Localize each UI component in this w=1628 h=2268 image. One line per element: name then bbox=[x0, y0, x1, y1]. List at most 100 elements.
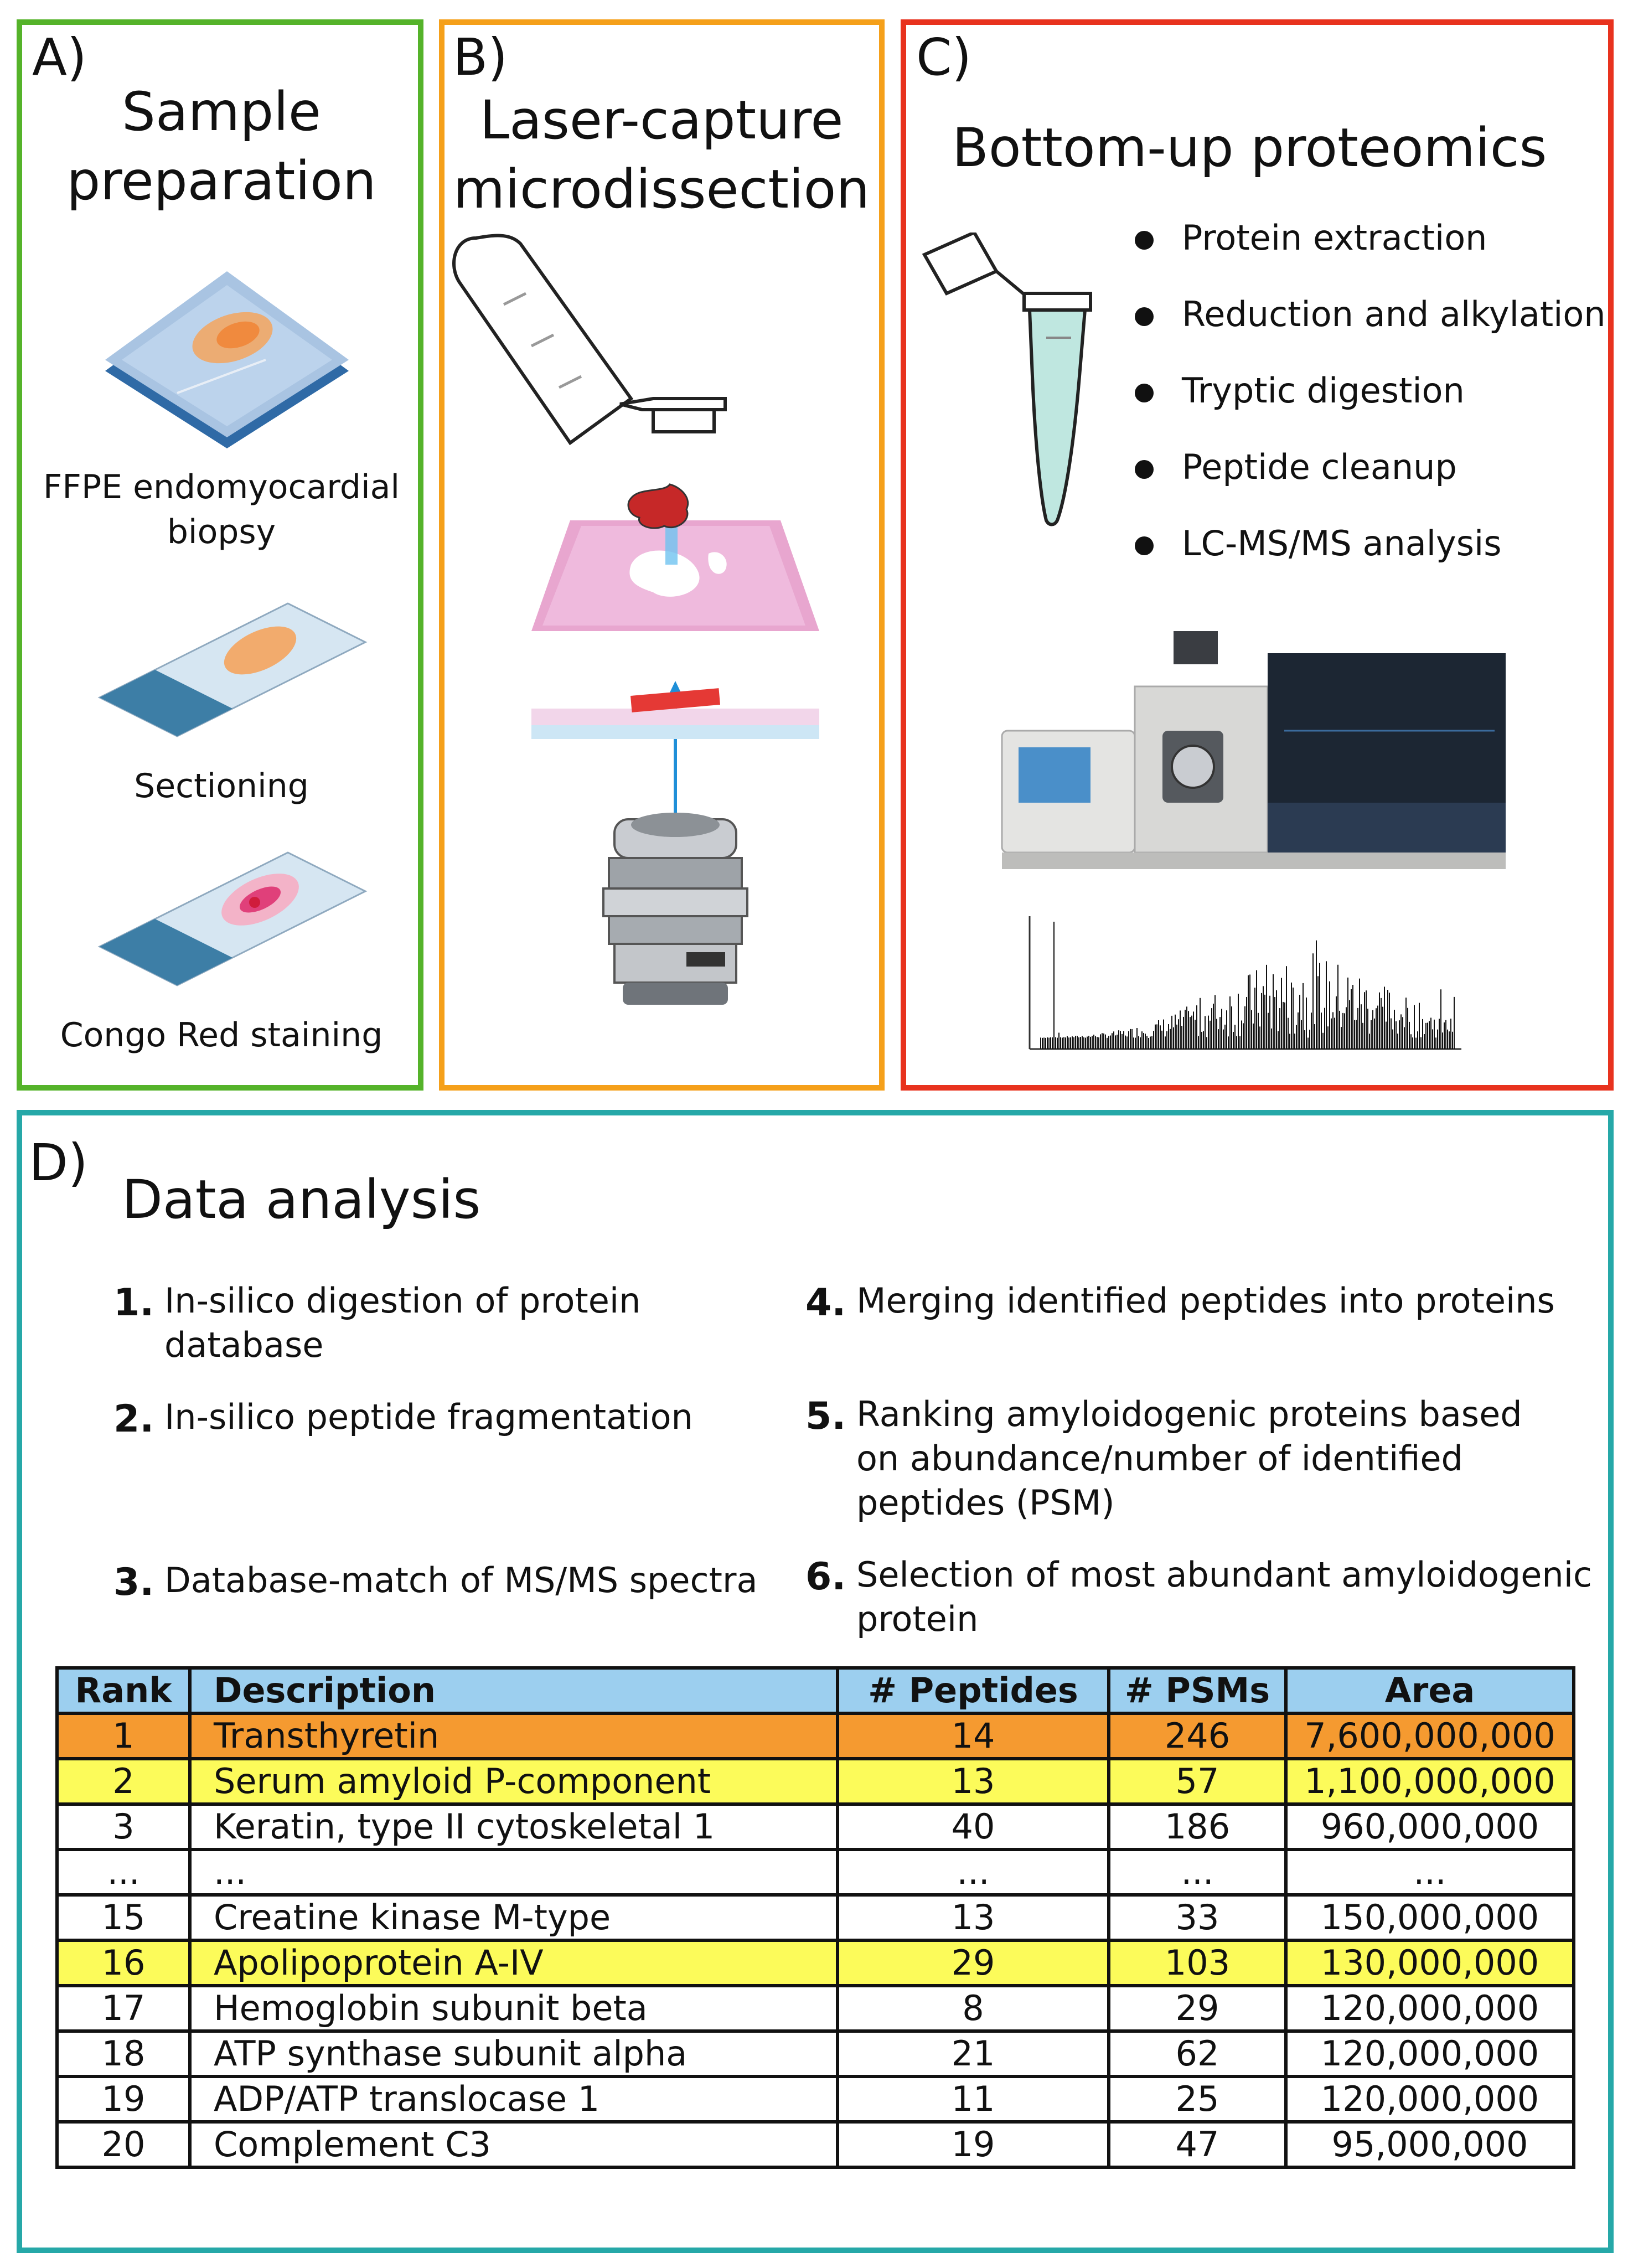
cell-rank: 1 bbox=[55, 1712, 192, 1760]
analysis-step-3: 3. Database-match of MS/MS spectra bbox=[113, 1558, 778, 1608]
cell-description: Complement C3 bbox=[188, 2120, 839, 2169]
cell-area: 95,000,000 bbox=[1284, 2120, 1575, 2169]
analysis-step-5: 5. Ranking amyloidogenic proteins based … bbox=[805, 1392, 1603, 1531]
cell-rank: 2 bbox=[55, 1757, 192, 1806]
bullet-dot bbox=[1135, 536, 1154, 555]
step-text-line: In-silico digestion of protein bbox=[164, 1280, 641, 1321]
cell-peptides: 8 bbox=[836, 1984, 1110, 2033]
bullet-dot bbox=[1135, 231, 1154, 250]
cell-psms: 33 bbox=[1107, 1893, 1288, 1942]
header-rank: Rank bbox=[55, 1666, 192, 1715]
cell-rank: 20 bbox=[55, 2120, 192, 2169]
panel-a-letter: A) bbox=[32, 28, 87, 87]
cell-peptides: 40 bbox=[836, 1802, 1110, 1851]
proteomics-step-text: Protein extraction bbox=[1182, 218, 1487, 258]
proteomics-step-text: Tryptic digestion bbox=[1182, 370, 1465, 411]
cell-description: Creatine kinase M-type bbox=[188, 1893, 839, 1942]
cell-peptides: 13 bbox=[836, 1757, 1110, 1806]
panel-d-letter: D) bbox=[29, 1133, 88, 1192]
analysis-step-1: 1. In-silico digestion of protein databa… bbox=[113, 1279, 778, 1373]
proteomics-steps-list: Protein extraction Reduction and alkylat… bbox=[1135, 219, 1606, 601]
cell-rank: 3 bbox=[55, 1802, 192, 1851]
label-sectioning: Sectioning bbox=[134, 767, 309, 805]
cell-area: 7,600,000,000 bbox=[1284, 1712, 1575, 1760]
cell-area: 130,000,000 bbox=[1284, 1939, 1575, 1987]
step-text: Ranking amyloidogenic proteins based on … bbox=[856, 1392, 1522, 1525]
ffpe-block-illustration bbox=[105, 271, 349, 448]
cell-peptides: 21 bbox=[836, 2029, 1110, 2078]
cell-area: ... bbox=[1284, 1848, 1575, 1897]
cell-description: ... bbox=[188, 1848, 839, 1897]
cell-area: 1,100,000,000 bbox=[1284, 1757, 1575, 1806]
cell-rank: ... bbox=[55, 1848, 192, 1897]
cell-peptides: 14 bbox=[836, 1712, 1110, 1760]
analysis-step-2: 2. In-silico peptide fragmentation bbox=[113, 1395, 778, 1445]
table-header-row: Rank Description # Peptides # PSMs Area bbox=[55, 1666, 1575, 1715]
step-number: 3. bbox=[113, 1561, 154, 1604]
proteomics-step-text: Reduction and alkylation bbox=[1182, 294, 1606, 334]
step-text: In-silico peptide fragmentation bbox=[164, 1395, 693, 1439]
cell-rank: 18 bbox=[55, 2029, 192, 2078]
microcentrifuge-tube-icon bbox=[922, 233, 1092, 526]
laser-microscope-objective-illustration bbox=[531, 681, 819, 1005]
panel-c-bottom-up-proteomics bbox=[901, 19, 1614, 1091]
cell-peptides: 11 bbox=[836, 2075, 1110, 2124]
proteomics-step: LC-MS/MS analysis bbox=[1135, 524, 1606, 601]
cell-psms: 62 bbox=[1107, 2029, 1288, 2078]
proteomics-step-text: Peptide cleanup bbox=[1182, 447, 1457, 487]
mass-spectrometer-illustration bbox=[1001, 631, 1506, 869]
cell-psms: 246 bbox=[1107, 1712, 1288, 1760]
analysis-step-4: 4. Merging identified peptides into prot… bbox=[805, 1279, 1603, 1329]
step-text: Selection of most abundant amyloidogenic… bbox=[856, 1553, 1592, 1641]
cell-description: ADP/ATP translocase 1 bbox=[188, 2075, 839, 2124]
cell-psms: ... bbox=[1107, 1848, 1288, 1897]
cell-area: 960,000,000 bbox=[1284, 1802, 1575, 1851]
label-congo-red-staining: Congo Red staining bbox=[60, 1016, 383, 1055]
cell-description: Apolipoprotein A-IV bbox=[188, 1939, 839, 1987]
header-psms: # PSMs bbox=[1107, 1666, 1288, 1715]
cell-rank: 15 bbox=[55, 1893, 192, 1942]
proteomics-step: Reduction and alkylation bbox=[1135, 295, 1606, 371]
cell-description: Serum amyloid P-component bbox=[188, 1757, 839, 1806]
label-ffpe-biopsy-line-1: FFPE endomyocardial bbox=[43, 468, 400, 507]
cell-psms: 47 bbox=[1107, 2120, 1288, 2169]
step-text-line: Selection of most abundant amyloidogenic bbox=[856, 1554, 1593, 1595]
panel-b-letter: B) bbox=[453, 28, 508, 87]
collection-tube-icon bbox=[452, 234, 727, 446]
cell-area: 120,000,000 bbox=[1284, 2075, 1575, 2124]
step-text-line: on abundance/number of identified bbox=[856, 1438, 1463, 1479]
step-text-line: peptides (PSM) bbox=[856, 1482, 1115, 1523]
proteomics-step: Protein extraction bbox=[1135, 219, 1606, 295]
panel-c-letter: C) bbox=[916, 28, 972, 87]
cell-peptides: 19 bbox=[836, 2120, 1110, 2169]
bullet-dot bbox=[1135, 384, 1154, 402]
step-text-line: protein bbox=[856, 1599, 979, 1639]
cell-area: 120,000,000 bbox=[1284, 1984, 1575, 2033]
panel-a-sample-preparation bbox=[17, 19, 423, 1091]
panel-a-title: Sample preparation bbox=[22, 78, 421, 216]
panel-b-laser-capture bbox=[439, 19, 885, 1091]
bullet-dot bbox=[1135, 460, 1154, 479]
step-number: 2. bbox=[113, 1397, 154, 1441]
panel-b-title-line-1: Laser-capture bbox=[479, 89, 844, 151]
step-text-line: database bbox=[164, 1325, 324, 1365]
step-text-line: Ranking amyloidogenic proteins based bbox=[856, 1394, 1522, 1434]
cell-psms: 29 bbox=[1107, 1984, 1288, 2033]
proteomics-step: Peptide cleanup bbox=[1135, 448, 1606, 524]
congo-red-slide-illustration bbox=[97, 851, 368, 986]
cell-description: ATP synthase subunit alpha bbox=[188, 2029, 839, 2078]
cell-description: Hemoglobin subunit beta bbox=[188, 1984, 839, 2033]
panel-b-title-line-2: microdissection bbox=[453, 158, 870, 220]
table-row: ............... bbox=[55, 1848, 1575, 1897]
analysis-step-6: 6. Selection of most abundant amyloidoge… bbox=[805, 1553, 1603, 1647]
cell-psms: 57 bbox=[1107, 1757, 1288, 1806]
step-number: 6. bbox=[805, 1555, 846, 1599]
label-ffpe-biopsy: FFPE endomyocardial biopsy bbox=[22, 465, 421, 555]
